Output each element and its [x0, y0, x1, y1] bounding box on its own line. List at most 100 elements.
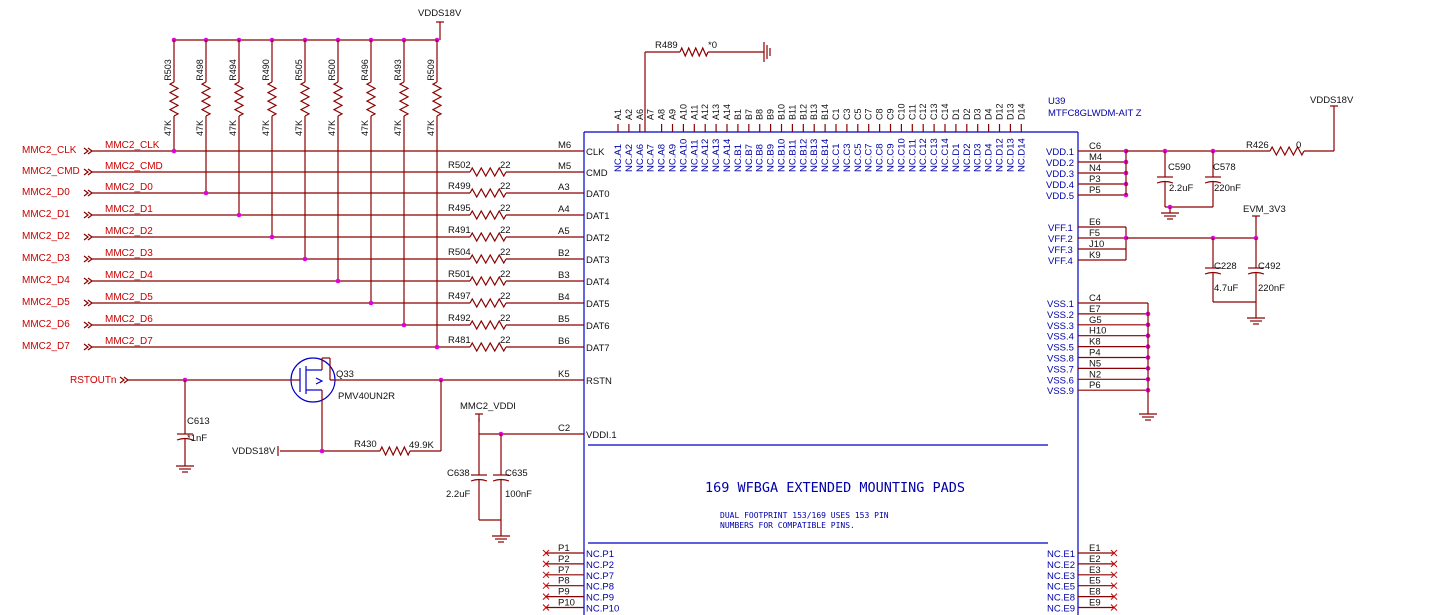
port-arrow	[83, 189, 89, 197]
pin-number: A8	[657, 109, 667, 120]
ic-package-note: NUMBERS FOR COMPATIBLE PINS.	[720, 521, 855, 530]
pin-number: M4	[1089, 152, 1102, 163]
pin-name: VDD.4	[1046, 180, 1074, 191]
port-arrow	[83, 233, 89, 241]
pin-number: C12	[918, 103, 928, 120]
pullup-resistor	[168, 81, 180, 117]
pin-number: J10	[1089, 239, 1104, 250]
pin-number: K5	[558, 369, 570, 380]
pullup-resistor	[332, 81, 344, 117]
pin-name: NC.A6	[635, 144, 646, 172]
net-label: MMC2_D3	[105, 248, 153, 259]
pin-number: E2	[1089, 554, 1101, 565]
junction-dot	[319, 448, 325, 454]
pin-name: NC.C14	[940, 138, 951, 172]
pin-name: NC.E9	[1047, 604, 1075, 615]
pin-name: VFF.4	[1048, 256, 1073, 267]
series-resistor	[469, 341, 507, 353]
reset-resistor	[379, 445, 411, 457]
junction-dot	[269, 234, 275, 240]
port-label: MMC2_D1	[22, 209, 70, 220]
pullup-refdes: R498	[195, 59, 205, 81]
resistor-value: 22	[500, 160, 511, 171]
pin-number: A2	[624, 109, 634, 120]
pin-name: NC.B13	[809, 139, 820, 172]
pin-number: D4	[984, 108, 994, 120]
pin-name: RSTN	[586, 376, 612, 387]
series-resistor	[469, 209, 507, 221]
pin-name: NC.B9	[766, 144, 777, 172]
pin-name: NC.C8	[875, 143, 886, 172]
resistor-refdes: R492	[448, 313, 471, 324]
port-arrow	[83, 168, 89, 176]
vff-capacitor	[1247, 271, 1265, 275]
pin-number: A9	[668, 109, 678, 120]
pullup-resistor	[431, 81, 443, 117]
pin-name: VSS.7	[1047, 364, 1074, 375]
vff-capacitor	[1204, 271, 1222, 275]
pin-number: E8	[1089, 587, 1101, 598]
pin-name: NC.A8	[657, 144, 668, 172]
capacitor-refdes: C492	[1258, 261, 1281, 272]
pin-number: D3	[973, 108, 983, 120]
pin-name: NC.B7	[744, 144, 755, 172]
port-label: MMC2_D3	[22, 253, 70, 264]
pin-name: NC.D14	[1016, 138, 1027, 172]
pin-name: VDD.5	[1046, 191, 1074, 202]
resistor-value: 49.9K	[409, 440, 434, 451]
capacitor-value: *1nF	[187, 433, 207, 444]
pin-number: D2	[962, 108, 972, 120]
pin-name: NC.B8	[755, 144, 766, 172]
pin-number: A10	[678, 104, 688, 120]
pin-number: C11	[907, 104, 917, 120]
pin-number: M5	[558, 161, 571, 172]
net-label: MMC2_CLK	[105, 140, 160, 151]
reset-capacitor	[176, 437, 194, 441]
pin-name: VFF.1	[1048, 223, 1073, 234]
pin-number: H10	[1089, 326, 1106, 337]
resistor-value: 22	[500, 291, 511, 302]
pin-number: B3	[558, 270, 570, 281]
pin-number: E3	[1089, 565, 1101, 576]
no-connect-mark	[1110, 604, 1118, 611]
pullup-value: 47K	[393, 120, 403, 136]
vddi-capacitor	[492, 478, 510, 482]
pin-number: F5	[1089, 228, 1100, 239]
pullup-value: 47K	[261, 120, 271, 136]
pin-name: VDD.3	[1046, 169, 1074, 180]
no-connect-mark	[1110, 560, 1118, 568]
mosfet-arrow	[315, 377, 324, 385]
capacitor-value: 220nF	[1214, 183, 1241, 194]
pin-number: P8	[558, 576, 570, 587]
pin-name: NC.C13	[929, 138, 940, 172]
pin-number: C4	[1089, 293, 1101, 304]
ic-refdes: U39	[1048, 96, 1065, 107]
port-label: MMC2_D5	[22, 297, 70, 308]
capacitor-refdes: C613	[187, 416, 210, 427]
net-label: MMC2_D4	[105, 270, 153, 281]
pin-name: VSS.2	[1047, 310, 1074, 321]
pin-number: B13	[809, 104, 819, 120]
pin-name: NC.C12	[918, 138, 929, 172]
series-resistor	[469, 275, 507, 287]
pullup-value: 47K	[163, 120, 173, 136]
pullup-value: 47K	[426, 120, 436, 136]
ic-package-title: 169 WFBGA EXTENDED MOUNTING PADS	[705, 480, 965, 496]
junction-dot	[335, 278, 341, 284]
pin-name: NC.P7	[586, 571, 614, 582]
pin-name: CMD	[586, 168, 608, 179]
pin-name: NC.B14	[820, 139, 831, 172]
pin-name: NC.A11	[689, 139, 700, 172]
pin-number: P9	[558, 587, 570, 598]
no-connect-mark	[1110, 582, 1118, 590]
resistor-value: 22	[500, 181, 511, 192]
pin-name: VDD.2	[1046, 158, 1074, 169]
no-connect-mark	[542, 582, 550, 590]
junction-dot	[434, 344, 440, 350]
pin-name: NC.C3	[842, 143, 853, 172]
pin-number: N4	[1089, 163, 1101, 174]
resistor-refdes: R499	[448, 181, 471, 192]
series-resistor	[469, 187, 507, 199]
power-label: VDDS18V	[232, 446, 276, 457]
